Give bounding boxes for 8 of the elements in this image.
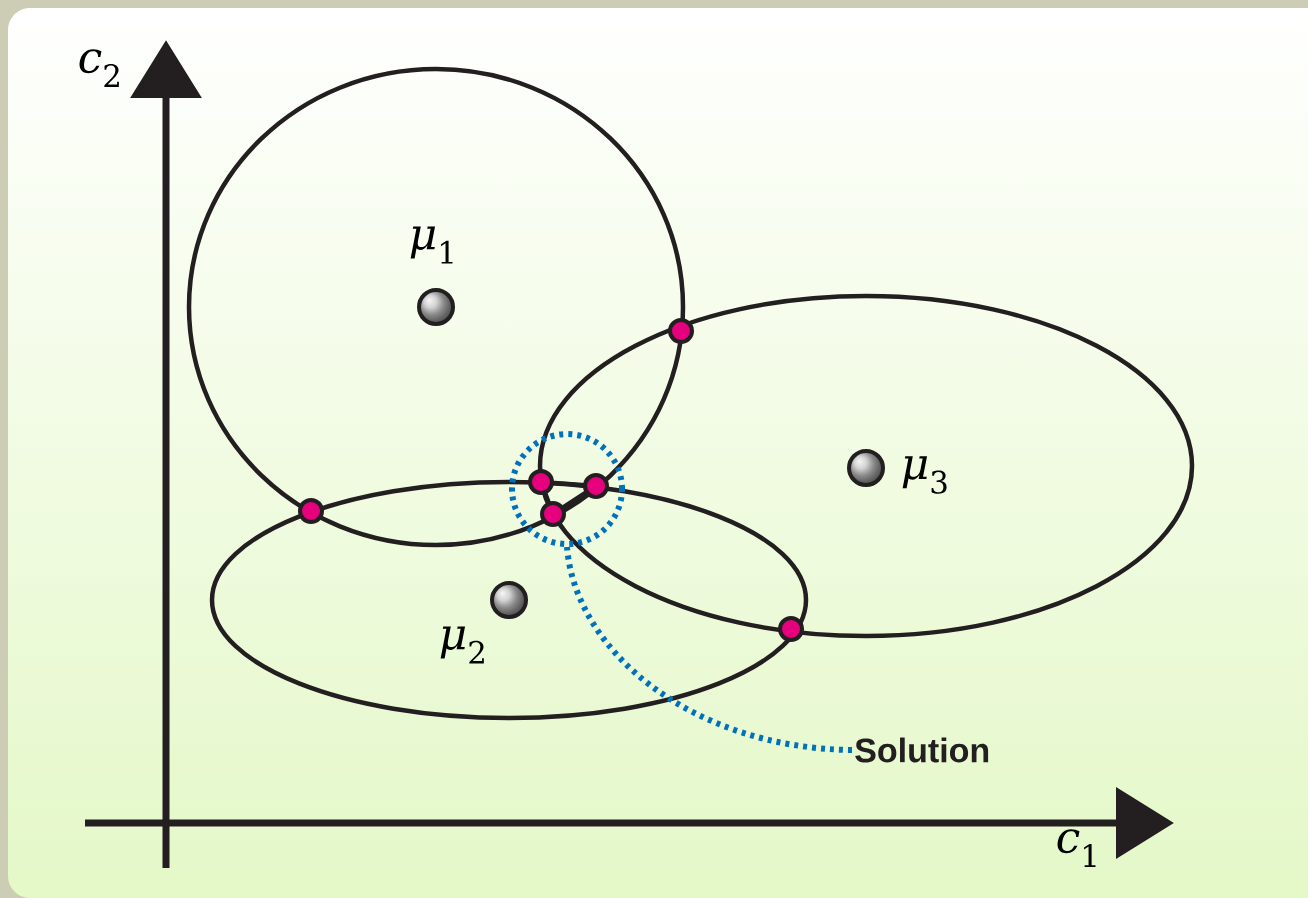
- leader-line: [564, 546, 853, 753]
- axis-label: μ$_{2}$: [440, 626, 484, 664]
- axis-label: c$_{1}$: [1057, 829, 1096, 867]
- axis-label: c$_{2}$: [79, 49, 119, 87]
- axis-label: μ$_{3}$: [902, 456, 947, 494]
- callout-text: Solution: [855, 737, 989, 763]
- dotted-circle: [509, 431, 625, 547]
- axis-label: μ$_{1}$: [410, 226, 453, 264]
